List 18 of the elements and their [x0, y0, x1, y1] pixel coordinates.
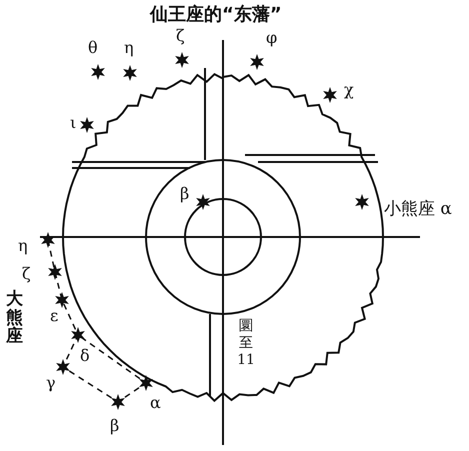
star-label: χ — [344, 82, 354, 98]
star-label: ζ — [22, 266, 31, 282]
title: 仙王座的“东藩” — [150, 6, 282, 24]
star-label: ε — [50, 308, 58, 324]
star-label: γ — [46, 375, 56, 391]
star-label: η — [124, 40, 134, 56]
star-label: 小熊座 α — [384, 201, 452, 218]
star-label: η — [18, 238, 28, 254]
star-label: β — [110, 418, 120, 434]
star-label: ζ — [176, 28, 185, 44]
constellation-label: 大熊座 — [6, 290, 24, 346]
star-label: δ — [80, 348, 90, 364]
star-label: φ — [266, 30, 278, 46]
star-label: β — [180, 186, 190, 202]
star-label: θ — [88, 40, 98, 56]
star-label: α — [150, 395, 161, 411]
vertical-label: 圜至11 — [236, 318, 256, 368]
star-label: ι — [70, 115, 76, 131]
